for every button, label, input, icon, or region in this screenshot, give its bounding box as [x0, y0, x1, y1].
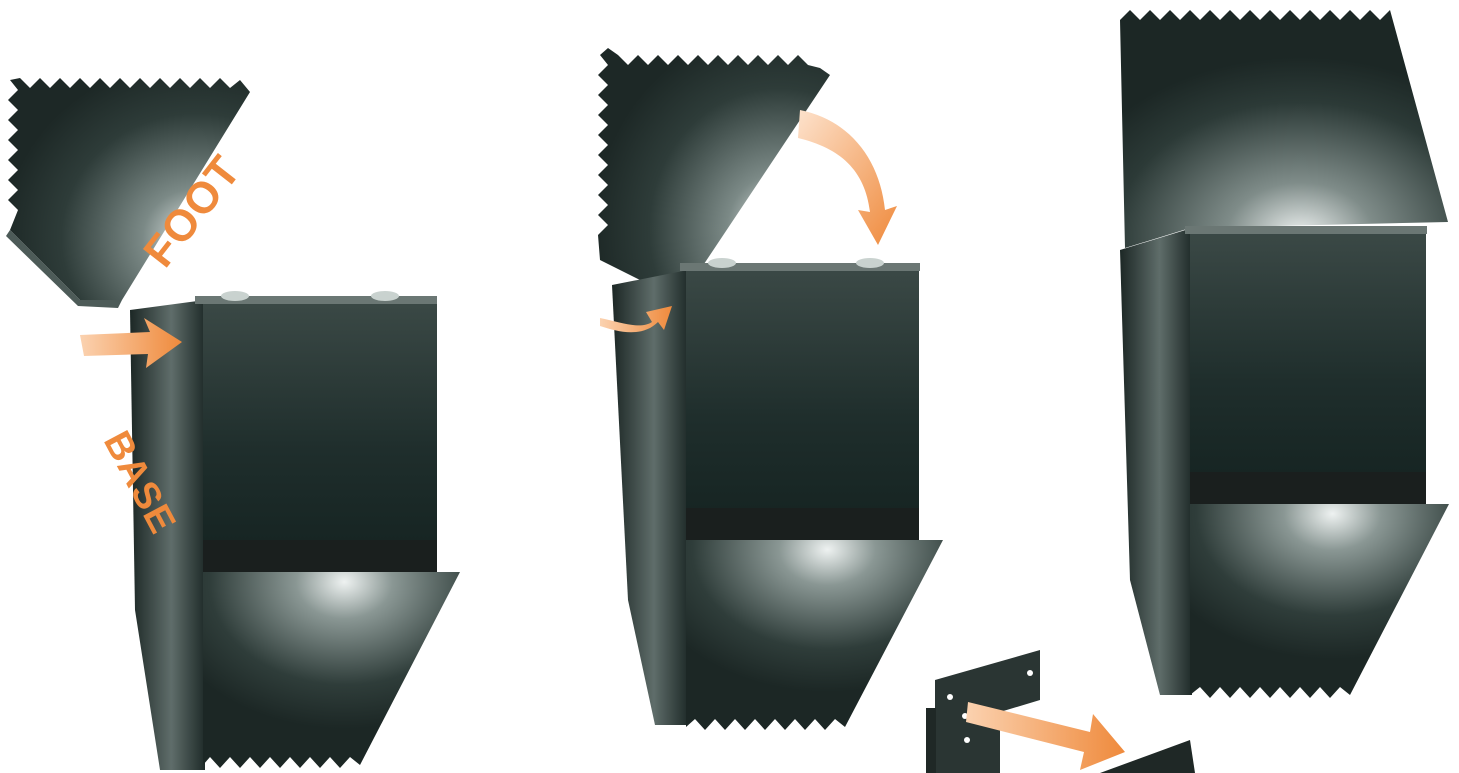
rotate-arrow	[798, 110, 897, 245]
bracket-hole-1	[947, 694, 953, 700]
base-side-wall	[130, 300, 205, 770]
assembled-rim	[1185, 226, 1427, 234]
assembled-upper	[1120, 10, 1448, 248]
bracket-hole-2	[1027, 670, 1033, 676]
base-lower-flare	[203, 572, 460, 768]
bracket-edge	[926, 708, 936, 773]
base-band	[203, 540, 437, 572]
base-lower-flare-2	[686, 540, 943, 730]
base-side-wall-2	[612, 270, 688, 725]
assembled-side-wall	[1120, 228, 1192, 695]
panel-2	[598, 48, 943, 730]
assembled-lower-flare	[1190, 504, 1449, 698]
bolt-3	[708, 258, 736, 268]
base-front-face	[203, 300, 437, 572]
panel-3	[1120, 10, 1449, 698]
bolt-2	[371, 291, 399, 301]
bolt-4	[856, 258, 884, 268]
panel-1: FOOT BASE	[6, 78, 460, 770]
assembled-front-face	[1190, 232, 1426, 504]
base-front-face-2	[686, 268, 919, 540]
bracket-hole-4	[964, 737, 970, 743]
base-band-2	[686, 508, 919, 540]
assembled-band	[1190, 472, 1426, 504]
bolt-1	[221, 291, 249, 301]
